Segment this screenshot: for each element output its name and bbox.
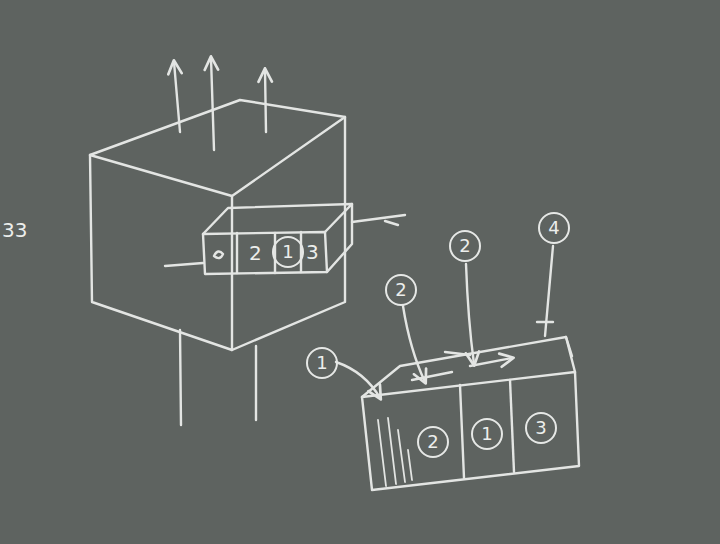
circled-element: 1	[272, 236, 304, 268]
leader-lines	[336, 246, 553, 398]
hatching	[378, 418, 412, 486]
circled-element: 1	[471, 418, 503, 450]
callout-number: 4	[548, 219, 559, 237]
circled-element: 2	[417, 426, 449, 458]
callout-circle: 1	[306, 347, 338, 379]
callout-number: 1	[282, 243, 293, 261]
callout-circle: 4	[538, 212, 570, 244]
callout-number: 1	[316, 354, 327, 372]
callout-number: 3	[535, 419, 546, 437]
board-number: 33	[2, 220, 27, 240]
element-number: 2	[249, 243, 262, 263]
callout-number: 1	[481, 425, 492, 443]
detail-block	[362, 337, 579, 490]
callout-number: 2	[427, 433, 438, 451]
callout-circle: 2	[385, 274, 417, 306]
cube-outline	[90, 100, 345, 350]
callout-number: 2	[395, 281, 406, 299]
element-number: 3	[306, 242, 319, 262]
callout-number: 2	[459, 237, 470, 255]
flow-arrows	[174, 58, 266, 425]
callout-circle: 2	[449, 230, 481, 262]
element-strip	[165, 204, 405, 274]
circled-element: 3	[525, 412, 557, 444]
